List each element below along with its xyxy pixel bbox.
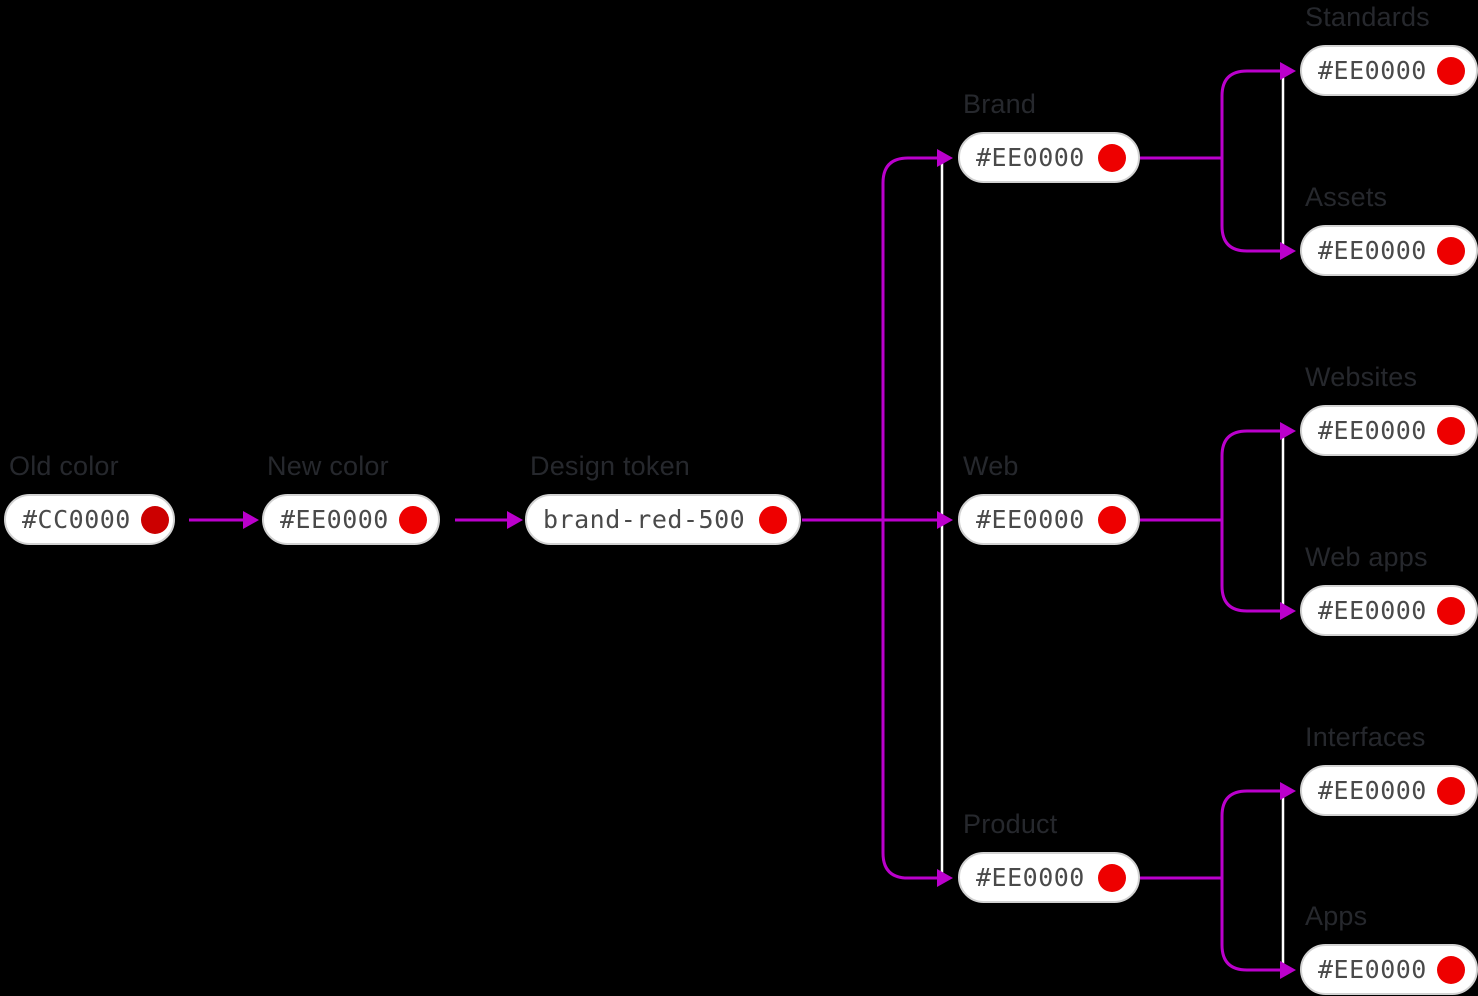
node-design-token-label: Design token (530, 451, 690, 481)
node-old-color-pill: #CC0000 (4, 494, 175, 545)
node-interfaces-pill: #EE0000 (1300, 765, 1478, 816)
node-standards-value: #EE0000 (1318, 56, 1427, 85)
node-web: Web #EE0000 (958, 449, 1140, 545)
node-assets-value: #EE0000 (1318, 236, 1427, 265)
node-apps-pill: #EE0000 (1300, 944, 1478, 995)
node-websites-pill: #EE0000 (1300, 405, 1478, 456)
node-brand-pill: #EE0000 (958, 132, 1140, 183)
node-product-value: #EE0000 (976, 863, 1085, 892)
node-new-color-pill: #EE0000 (262, 494, 440, 545)
node-websites-value: #EE0000 (1318, 416, 1427, 445)
node-apps: Apps #EE0000 (1300, 899, 1478, 995)
node-web-pill: #EE0000 (958, 494, 1140, 545)
node-web-value: #EE0000 (976, 505, 1085, 534)
node-old-color-swatch-dot (140, 505, 169, 534)
node-design-token-pill: brand-red-500 (525, 494, 801, 545)
node-web-swatch-dot (1098, 505, 1126, 534)
node-new-color-swatch-dot (398, 505, 427, 534)
node-interfaces: Interfaces #EE0000 (1300, 720, 1478, 816)
node-brand: Brand #EE0000 (958, 87, 1140, 183)
node-web-apps-pill: #EE0000 (1300, 585, 1478, 636)
node-assets-swatch-dot (1436, 236, 1465, 265)
node-websites-swatch-dot (1436, 416, 1465, 445)
node-new-color-value: #EE0000 (280, 505, 389, 534)
node-web-apps: Web apps #EE0000 (1300, 540, 1478, 636)
node-product-label: Product (963, 809, 1058, 839)
node-web-label: Web (963, 451, 1019, 481)
node-assets: Assets #EE0000 (1300, 180, 1478, 276)
node-standards: Standards #EE0000 (1300, 0, 1478, 96)
flow-arrowheads (243, 62, 1296, 979)
node-apps-value: #EE0000 (1318, 955, 1427, 984)
node-design-token: Design token brand-red-500 (525, 449, 801, 545)
node-old-color-label: Old color (9, 451, 119, 481)
node-standards-swatch-dot (1436, 56, 1465, 85)
node-product: Product #EE0000 (958, 807, 1140, 903)
node-new-color-label: New color (267, 451, 389, 481)
node-assets-label: Assets (1305, 182, 1388, 212)
node-web-apps-label: Web apps (1305, 542, 1428, 572)
node-product-swatch-dot (1098, 863, 1126, 892)
node-design-token-swatch-dot (759, 505, 787, 534)
node-web-apps-swatch-dot (1436, 596, 1465, 625)
flow-lines (189, 69, 1280, 972)
node-apps-swatch-dot (1436, 955, 1465, 984)
node-product-pill: #EE0000 (958, 852, 1140, 903)
node-assets-pill: #EE0000 (1300, 225, 1478, 276)
node-standards-label: Standards (1305, 2, 1430, 32)
node-old-color: Old color #CC0000 (4, 449, 175, 545)
node-websites: Websites #EE0000 (1300, 360, 1478, 456)
node-brand-value: #EE0000 (976, 143, 1085, 172)
node-design-token-value: brand-red-500 (543, 505, 746, 534)
node-websites-label: Websites (1305, 362, 1418, 392)
node-web-apps-value: #EE0000 (1318, 596, 1427, 625)
node-interfaces-label: Interfaces (1305, 722, 1426, 752)
node-new-color: New color #EE0000 (262, 449, 440, 545)
node-brand-label: Brand (963, 89, 1037, 119)
node-brand-swatch-dot (1098, 143, 1126, 172)
node-interfaces-value: #EE0000 (1318, 776, 1427, 805)
node-standards-pill: #EE0000 (1300, 45, 1478, 96)
node-old-color-value: #CC0000 (22, 505, 131, 534)
node-interfaces-swatch-dot (1436, 776, 1465, 805)
node-apps-label: Apps (1305, 901, 1368, 931)
